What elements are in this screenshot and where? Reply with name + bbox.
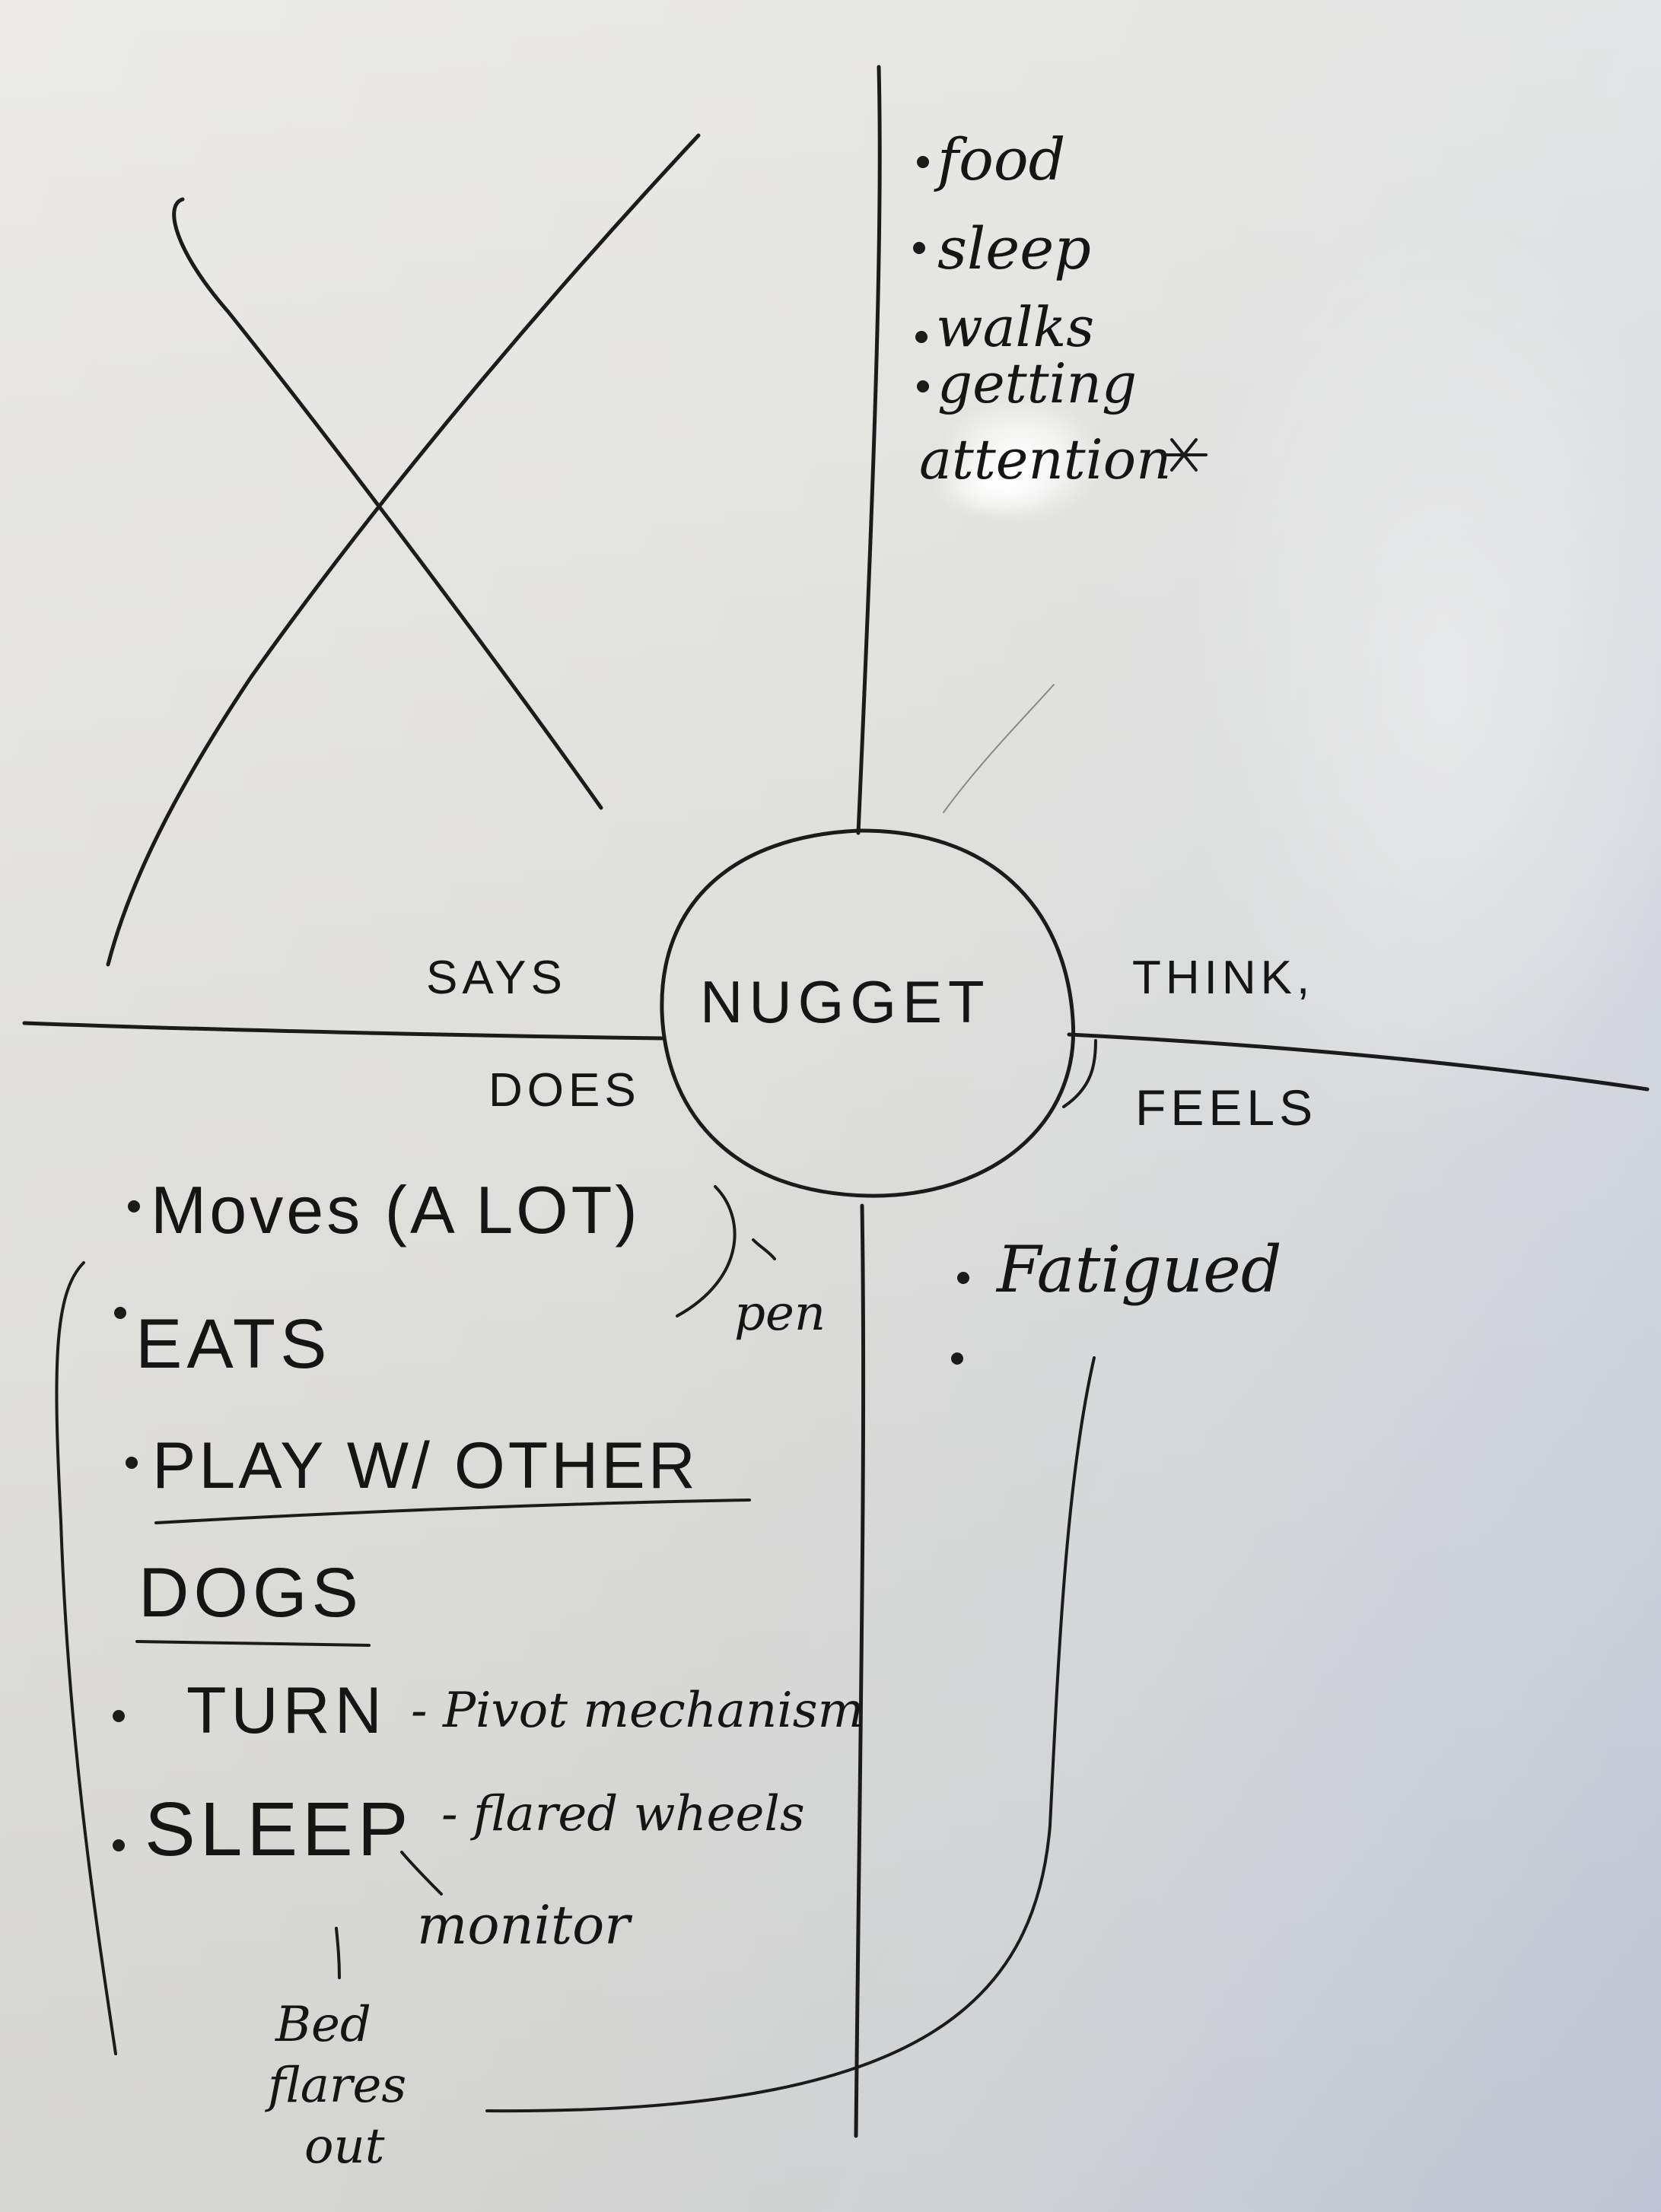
center-label-nugget: NUGGET — [700, 968, 991, 1035]
bullet — [113, 1839, 125, 1851]
bullet — [113, 1710, 125, 1722]
circle-tick — [1062, 1039, 1097, 1108]
bullet-empty — [951, 1352, 963, 1365]
horizontal-line-left — [22, 1021, 664, 1041]
x-stroke-2 — [106, 133, 701, 967]
does-bracket — [55, 1261, 117, 2055]
feels-curve — [485, 1356, 1096, 2113]
bullet — [128, 1200, 140, 1212]
label-does: DOES — [488, 1064, 641, 1117]
does-item-sleep: SLEEP — [145, 1787, 413, 1872]
does-item-out: out — [304, 2118, 385, 2175]
bullet — [913, 242, 925, 254]
bullet — [917, 380, 929, 393]
star-mark — [1163, 438, 1208, 472]
think-item-attention: attention — [919, 427, 1172, 491]
label-says: SAYS — [426, 952, 567, 1004]
sleep-connector — [400, 1851, 443, 1896]
think-item-food: food — [937, 126, 1066, 193]
light-glare — [936, 396, 1103, 525]
moves-paren — [676, 1185, 737, 1317]
feels-item-fatigued: Fatigued — [997, 1232, 1282, 1307]
pen-tick — [752, 1238, 776, 1260]
bullet — [917, 156, 929, 168]
vertical-line-top — [856, 65, 882, 835]
label-feels: FEELS — [1135, 1079, 1318, 1136]
does-item-monitor: monitor — [417, 1894, 630, 1956]
does-item-turn: TURN — [186, 1674, 387, 1747]
think-item-sleep: sleep — [937, 215, 1091, 282]
faint-stroke — [943, 684, 1055, 813]
does-item-dogs: DOGS — [138, 1554, 363, 1632]
bed-connector — [335, 1927, 341, 1979]
bullet — [114, 1307, 126, 1319]
does-item-flared-wheels: - flared wheels — [441, 1786, 805, 1842]
x-stroke-1 — [172, 197, 603, 810]
dogs-underline — [135, 1640, 371, 1647]
center-circle — [660, 828, 1076, 1198]
does-item-flares: flares — [268, 2058, 407, 2114]
does-item-moves: Moves (A LOT) — [151, 1172, 641, 1247]
think-item-getting: getting — [937, 351, 1138, 415]
does-item-pen: pen — [734, 1286, 826, 1342]
bullet — [126, 1457, 138, 1469]
horizontal-line-right — [1067, 1032, 1650, 1092]
vertical-line-bottom — [854, 1203, 866, 2138]
bullet — [915, 331, 928, 343]
bullet — [957, 1272, 969, 1284]
does-item-pivot: - Pivot mechanism — [411, 1683, 864, 1739]
does-item-bed: Bed — [275, 1997, 371, 2053]
label-think: THINK, — [1132, 952, 1315, 1004]
does-item-play: PLAY W/ OTHER — [152, 1429, 698, 1502]
does-item-eats: EATS — [135, 1305, 332, 1383]
play-underline — [154, 1499, 751, 1524]
think-item-walks: walks — [936, 295, 1095, 359]
